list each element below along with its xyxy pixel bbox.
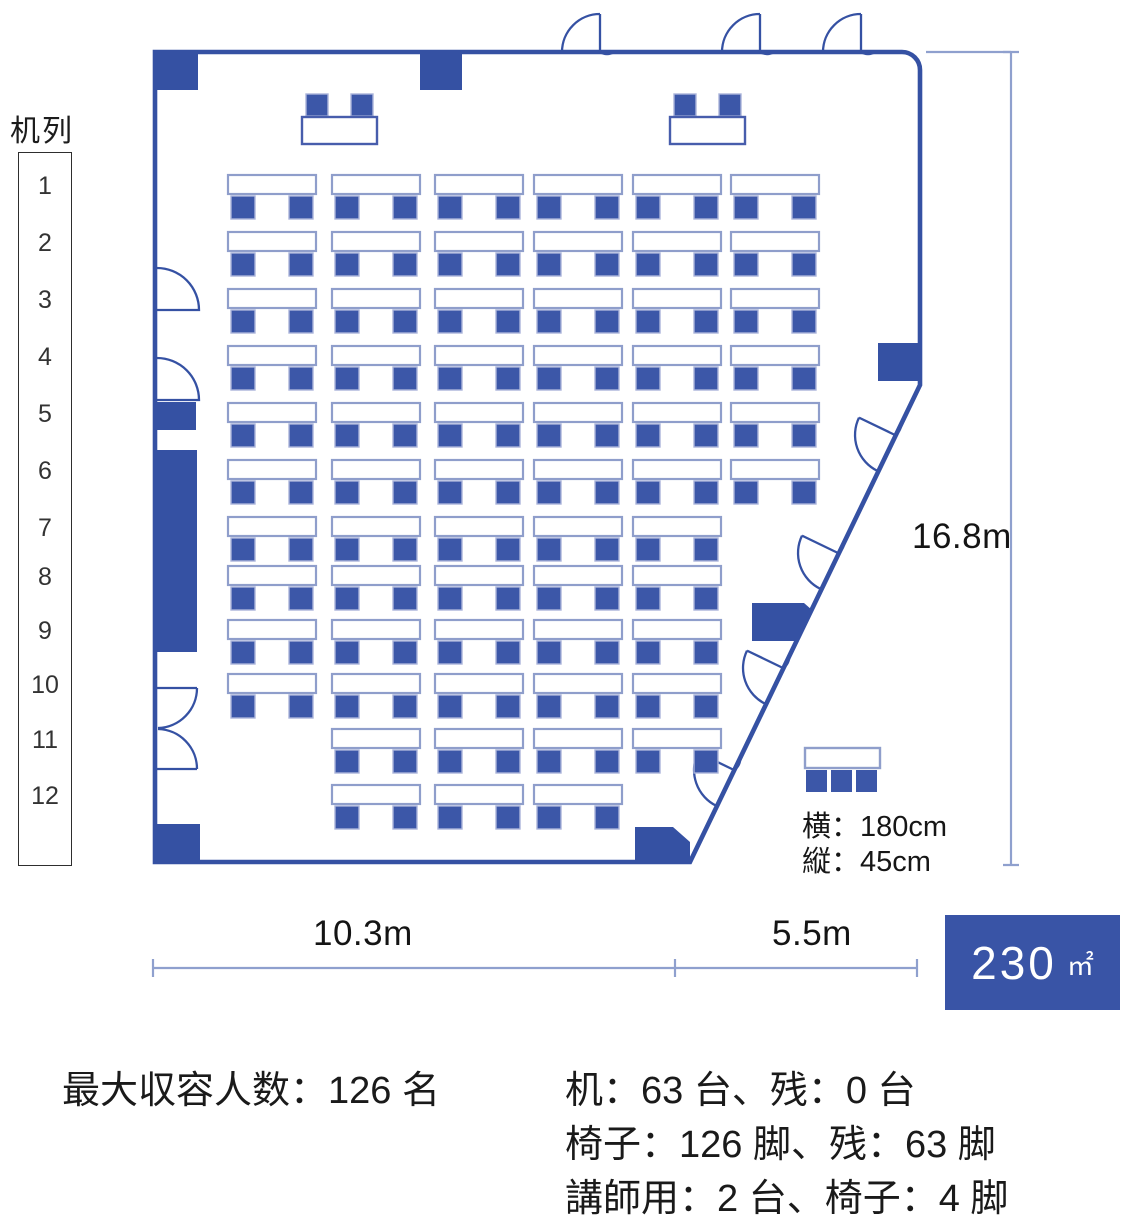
row-index: 2	[38, 228, 52, 257]
area-value: 230	[971, 936, 1057, 989]
height-dimension-label: 16.8m	[912, 517, 1012, 556]
lecturer-text: 講師用：2 台、椅子：4 脚	[565, 1178, 1009, 1220]
row-index: 5	[38, 399, 52, 428]
row-index: 10	[31, 670, 59, 699]
row-index: 6	[38, 456, 52, 485]
area-unit: ㎡	[1066, 951, 1094, 981]
row-index: 7	[38, 513, 52, 542]
row-index: 3	[38, 285, 52, 314]
desk-count-text: 机：63 台、残：0 台	[565, 1070, 916, 1112]
area-badge: 230 ㎡	[945, 915, 1120, 1010]
width-left-dimension-label: 10.3m	[313, 914, 413, 953]
row-index: 9	[38, 616, 52, 645]
desk-width-label: 横：180cm	[802, 811, 948, 843]
row-index: 4	[38, 342, 52, 371]
row-index: 11	[32, 725, 58, 754]
row-index: 8	[38, 562, 52, 591]
width-right-dimension-label: 5.5m	[772, 914, 852, 953]
desk-depth-label: 縦：45cm	[802, 846, 931, 878]
row-index: 12	[31, 781, 59, 810]
chair-count-text: 椅子：126 脚、残：63 脚	[565, 1124, 996, 1166]
capacity-text: 最大収容人数：126 名	[62, 1070, 440, 1112]
row-index: 1	[38, 171, 52, 200]
desk-rows-label: 机列	[10, 115, 74, 148]
